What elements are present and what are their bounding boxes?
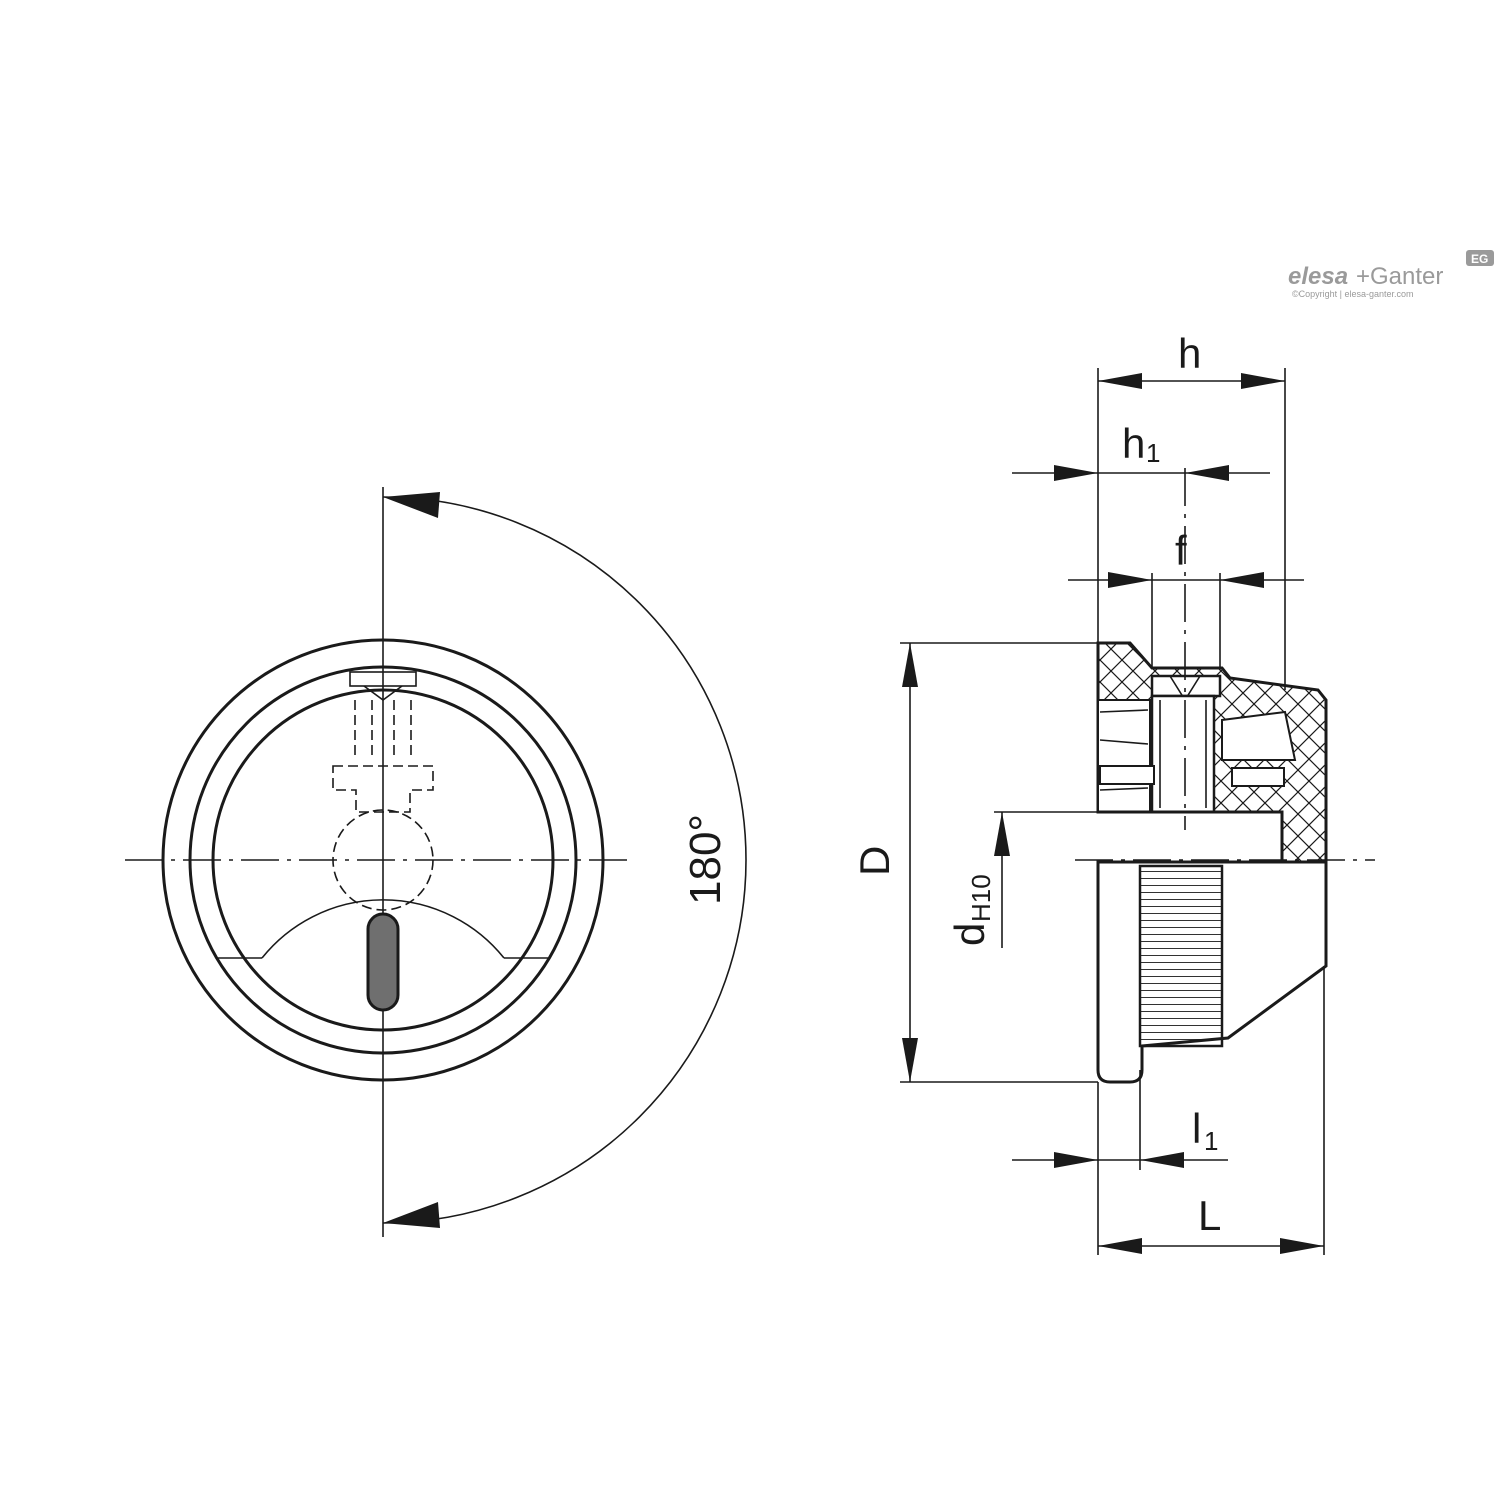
label-h: h: [1178, 330, 1201, 377]
rotation-angle-arc: [382, 496, 747, 1224]
front-view: 180°: [125, 487, 747, 1237]
angle-arrow-bottom: [383, 1202, 440, 1228]
angle-arrow-top: [383, 492, 440, 518]
knob-outer-rim: [161, 638, 605, 1082]
grub-screw-front: [332, 671, 434, 813]
logo-badge-text: EG: [1471, 252, 1488, 266]
dimension-f: f: [1068, 527, 1304, 668]
dimension-l1: l 1: [1012, 1070, 1228, 1255]
logo-brand-ganter: +Ganter: [1356, 263, 1443, 290]
knob-dial-face: [211, 688, 555, 1032]
knob-inner-rim: [188, 665, 578, 1055]
hidden-insert-outline: [332, 765, 434, 813]
logo-brand-elesa: elesa: [1288, 263, 1348, 290]
position-indicator-mark: [366, 912, 400, 1012]
label-f: f: [1175, 527, 1187, 574]
logo-badge-box: [1466, 250, 1494, 266]
screw-head-outline: [349, 671, 417, 687]
dimension-d-h10: d H10: [946, 811, 1098, 948]
angle-label: 180°: [681, 814, 730, 905]
label-d-subscript: H10: [966, 874, 996, 922]
label-h1: h: [1122, 420, 1145, 467]
logo-copyright: ©Copyright | elesa-ganter.com: [1292, 289, 1414, 299]
dimension-L: L: [1098, 966, 1325, 1255]
screw-shank-side: [1150, 694, 1216, 814]
elesa-ganter-logo: elesa +Ganter EG ©Copyright | elesa-gant…: [1288, 250, 1494, 299]
internal-plate: [1221, 710, 1297, 761]
dimension-h1: h 1: [1012, 420, 1270, 481]
pocket-cutaway: [1097, 699, 1151, 813]
label-d: d: [946, 923, 993, 946]
dimension-D: D: [851, 642, 1098, 1083]
label-L: L: [1198, 1192, 1221, 1239]
hidden-bore-circle: [332, 809, 434, 911]
label-h1-subscript: 1: [1146, 438, 1160, 468]
dimension-h: h: [1097, 330, 1286, 690]
label-D: D: [851, 846, 898, 876]
side-view: h h 1 f D: [851, 330, 1375, 1255]
knurled-insert: [1138, 864, 1224, 1048]
label-l1: l: [1192, 1105, 1201, 1152]
label-l1-subscript: 1: [1204, 1126, 1218, 1156]
screw-head-side: [1150, 674, 1222, 698]
screw-hex-socket: [363, 685, 403, 701]
internal-washer: [1231, 767, 1285, 787]
indicator-arc: [261, 899, 505, 959]
